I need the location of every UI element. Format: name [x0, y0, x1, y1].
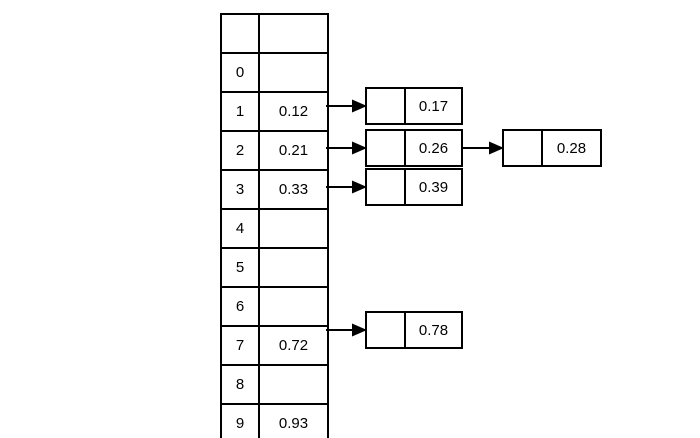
- bucket-table-header-row: [220, 13, 329, 54]
- arrow-bucket7-to-node-0-78: [326, 323, 367, 337]
- bucket-row-6[interactable]: 6: [220, 286, 329, 327]
- arrow-bucket3-to-node-0-39: [326, 180, 367, 194]
- bucket-row-1[interactable]: 1 0.12: [220, 91, 329, 132]
- bucket-value-9: 0.93: [258, 403, 329, 438]
- bucket-index-1: 1: [220, 91, 260, 132]
- bucket-row-5[interactable]: 5: [220, 247, 329, 288]
- chain-node-0-26-value: 0.26: [418, 139, 449, 157]
- bucket-row-8[interactable]: 8: [220, 364, 329, 405]
- bucket-value-4: [258, 208, 329, 249]
- bucket-row-9[interactable]: 9 0.93: [220, 403, 329, 438]
- bucket-value-0: [258, 52, 329, 93]
- arrow-node-0-26-to-node-0-28: [463, 141, 504, 155]
- chain-node-0-17[interactable]: 0.17: [365, 87, 463, 125]
- chain-node-0-17-pointer-cell: [367, 89, 406, 123]
- bucket-table-body: 0 1 0.12 2 0.21 3 0.33 4 5: [220, 13, 329, 438]
- bucket-table: 0 1 0.12 2 0.21 3 0.33 4 5: [220, 13, 329, 438]
- chain-node-0-28-pointer-cell: [504, 131, 543, 165]
- arrow-bucket2-to-node-0-26: [326, 141, 367, 155]
- bucket-value-8: [258, 364, 329, 405]
- chain-node-0-26-pointer-cell: [367, 131, 406, 165]
- bucket-row-0[interactable]: 0: [220, 52, 329, 93]
- bucket-index-8: 8: [220, 364, 260, 405]
- chain-node-0-78-pointer-cell: [367, 313, 406, 347]
- bucket-value-2: 0.21: [258, 130, 329, 171]
- chain-node-0-39-value: 0.39: [418, 178, 449, 196]
- bucket-index-5: 5: [220, 247, 260, 288]
- bucket-index-6: 6: [220, 286, 260, 327]
- bucket-row-4[interactable]: 4: [220, 208, 329, 249]
- chain-node-0-26[interactable]: 0.26: [365, 129, 463, 167]
- bucket-row-2[interactable]: 2 0.21: [220, 130, 329, 171]
- bucket-header-value: [258, 13, 329, 54]
- chain-node-0-39[interactable]: 0.39: [365, 168, 463, 206]
- arrow-bucket1-to-node-0-17: [326, 99, 367, 113]
- chain-node-0-17-value: 0.17: [418, 97, 449, 115]
- chain-node-0-78[interactable]: 0.78: [365, 311, 463, 349]
- bucket-value-3: 0.33: [258, 169, 329, 210]
- chain-node-0-78-value: 0.78: [418, 321, 449, 339]
- chain-node-0-28[interactable]: 0.28: [502, 129, 602, 167]
- bucket-row-3[interactable]: 3 0.33: [220, 169, 329, 210]
- bucket-index-3: 3: [220, 169, 260, 210]
- bucket-index-7: 7: [220, 325, 260, 366]
- bucket-index-9: 9: [220, 403, 260, 438]
- bucket-header-index: [220, 13, 260, 54]
- bucket-value-7: 0.72: [258, 325, 329, 366]
- bucket-row-7[interactable]: 7 0.72: [220, 325, 329, 366]
- bucket-value-1: 0.12: [258, 91, 329, 132]
- bucket-index-4: 4: [220, 208, 260, 249]
- bucket-value-6: [258, 286, 329, 327]
- chain-node-0-39-pointer-cell: [367, 170, 406, 204]
- bucket-index-2: 2: [220, 130, 260, 171]
- bucket-index-0: 0: [220, 52, 260, 93]
- chain-node-0-28-value: 0.28: [556, 139, 587, 157]
- bucket-value-5: [258, 247, 329, 288]
